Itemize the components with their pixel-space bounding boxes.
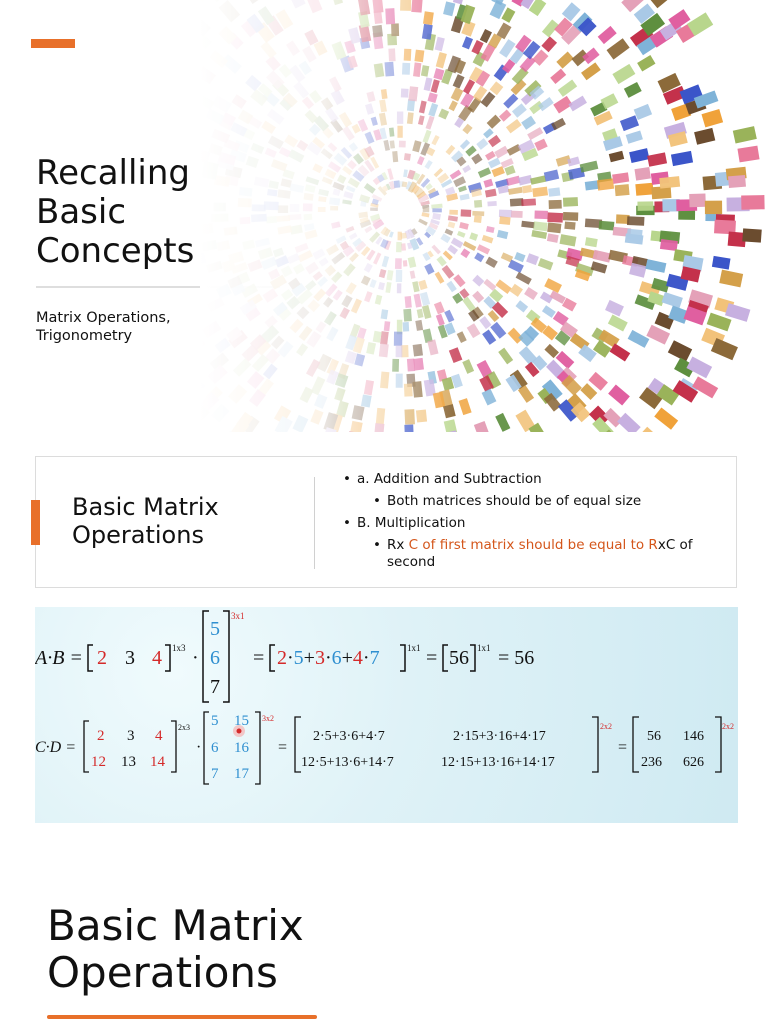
fade-overlay [200, 0, 768, 432]
accent-underline [47, 1015, 317, 1019]
bracket [442, 644, 448, 672]
term: 3 [315, 647, 325, 669]
dim-label: 1x3 [172, 643, 186, 653]
expansion-entry: 2·5+3·6+4·7 [313, 729, 385, 744]
c-entry: 14 [150, 754, 166, 770]
dim-label: 3x2 [262, 714, 274, 723]
bracket [632, 716, 639, 773]
equals: = [253, 647, 264, 669]
sub-bullet-item: Rx C of first matrix should be equal to … [341, 537, 731, 571]
dim-label: 1x1 [407, 643, 421, 653]
title-divider [36, 286, 280, 288]
term: · [325, 647, 332, 669]
col-entry: 7 [210, 676, 220, 698]
equals: = [618, 739, 627, 756]
radial-burst-image [200, 0, 768, 432]
basic-matrix-operations-slide: Basic Matrix Operations a. Addition and … [31, 456, 737, 588]
result-entry: 146 [683, 729, 704, 744]
title-slide: Recalling Basic Concepts Matrix Operatio… [0, 0, 768, 432]
highlighted-text: C of first matrix should be equal to R [408, 537, 658, 553]
expansion-entry: 12·5+13·6+14·7 [301, 755, 394, 770]
expansion-entry: 2·15+3·16+4·17 [453, 729, 546, 744]
term: + [304, 647, 315, 669]
text-run: Rx [387, 537, 409, 553]
c-entry: 3 [127, 728, 135, 744]
eq2-lhs: C·D = [35, 739, 76, 756]
dim-label: 2x2 [600, 722, 612, 731]
accent-bar [31, 39, 75, 48]
bracket [470, 644, 476, 672]
result-entry: 236 [641, 755, 662, 770]
c-entry: 2 [97, 728, 105, 744]
cursor-dot [236, 728, 242, 734]
bracket [203, 711, 209, 785]
bracket [202, 610, 209, 703]
bullet-item: a. Addition and Subtraction [341, 471, 731, 488]
expansion-entry: 12·15+13·16+14·17 [441, 755, 555, 770]
result-entry: 626 [683, 755, 704, 770]
text-run: xC of second [387, 537, 693, 570]
bracket [269, 644, 275, 672]
term: 5 [294, 647, 304, 669]
equals: = [426, 647, 437, 669]
slide-title: Basic Matrix Operations [47, 901, 304, 997]
bracket [715, 716, 722, 773]
c-entry: 13 [121, 754, 136, 770]
slide-title: Recalling Basic Concepts [36, 153, 195, 271]
row-entry: 3 [125, 647, 135, 669]
bracket [255, 711, 261, 785]
d-entry: 15 [234, 713, 249, 729]
matrix-multiplication-image: A·B = 2 3 4 1x3 · 5 6 7 3x1 = 2·5+3·6+4·… [35, 607, 738, 823]
term: · [363, 647, 370, 669]
dim-label: 3x1 [231, 611, 245, 621]
expansion: 2·5+3·6+4·7 [277, 647, 380, 669]
d-entry: 7 [211, 766, 219, 782]
result: 56 [449, 647, 469, 669]
bracket [400, 644, 406, 672]
equation-figure: A·B = 2 3 4 1x3 · 5 6 7 3x1 = 2·5+3·6+4·… [35, 610, 734, 785]
bracket [592, 716, 599, 773]
d-entry: 16 [234, 740, 250, 756]
d-entry: 6 [211, 740, 219, 756]
term: 6 [332, 647, 342, 669]
bracket [171, 720, 177, 773]
accent-bar [31, 500, 40, 545]
bracket [223, 610, 230, 703]
dim-label: 2x2 [722, 722, 734, 731]
slide-title: Basic Matrix Operations [72, 493, 219, 549]
term: + [342, 647, 353, 669]
sub-bullet-item: Both matrices should be of equal size [341, 493, 731, 510]
row-entry: 4 [152, 647, 162, 669]
c-entry: 4 [155, 728, 163, 744]
row-entry: 2 [97, 647, 107, 669]
term: 4 [353, 647, 363, 669]
d-entry: 5 [211, 713, 219, 729]
term: 7 [370, 647, 380, 669]
d-entry: 17 [234, 766, 250, 782]
slide-subtitle: Matrix Operations, Trigonometry [36, 310, 171, 344]
c-entry: 12 [91, 754, 106, 770]
term: · [287, 647, 294, 669]
bracket [83, 720, 89, 773]
result-entry: 56 [647, 729, 661, 744]
dim-label: 2x3 [178, 723, 190, 732]
bracket [87, 644, 93, 672]
col-entry: 6 [210, 647, 220, 669]
dim-label: 1x1 [477, 643, 491, 653]
final-result: = 56 [498, 647, 534, 669]
col-entry: 5 [210, 618, 220, 640]
dot-operator: · [196, 739, 201, 756]
equals: = [278, 739, 287, 756]
bracket [294, 716, 301, 773]
bracket [165, 644, 171, 672]
eq1-lhs: A·B = [35, 647, 83, 669]
bullet-list: a. Addition and Subtraction Both matrice… [341, 471, 731, 576]
divider [314, 477, 315, 569]
dot-operator: · [192, 647, 199, 669]
bullet-item: B. Multiplication [341, 515, 731, 532]
term: 2 [277, 647, 287, 669]
